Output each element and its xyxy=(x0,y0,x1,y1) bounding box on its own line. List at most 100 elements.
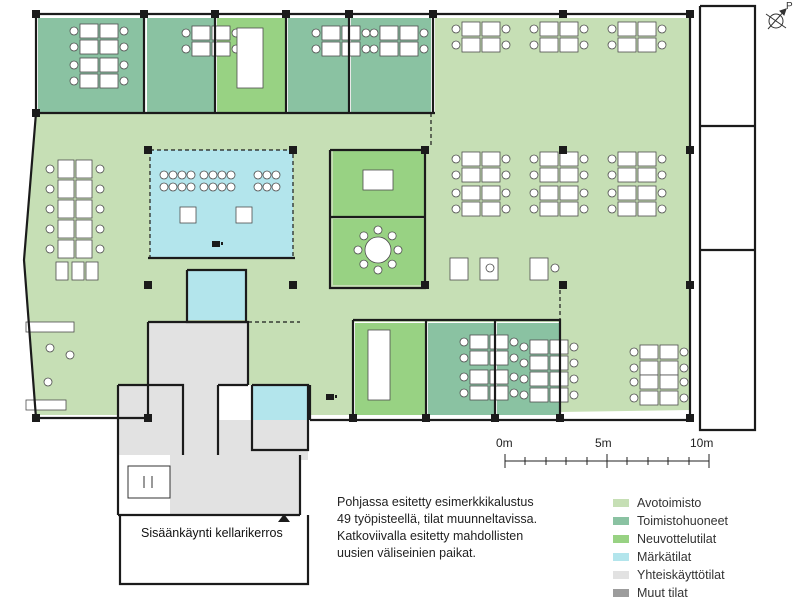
desk xyxy=(637,185,657,201)
desk xyxy=(55,261,69,281)
desk xyxy=(539,21,559,37)
desk xyxy=(461,201,481,217)
desk xyxy=(639,374,659,390)
chair xyxy=(95,184,105,194)
column xyxy=(686,146,694,154)
column xyxy=(32,414,40,422)
desk xyxy=(461,185,481,201)
chair xyxy=(529,188,539,198)
desk xyxy=(469,334,489,350)
chair xyxy=(629,347,639,357)
desk xyxy=(489,350,509,366)
desk xyxy=(539,151,559,167)
chair xyxy=(579,154,589,164)
chair xyxy=(419,44,429,54)
elevator-icon xyxy=(127,465,171,499)
chair xyxy=(607,154,617,164)
desk xyxy=(559,167,579,183)
desk xyxy=(481,167,501,183)
chair xyxy=(579,40,589,50)
note-line: Pohjassa esitetty esimerkkikalustus xyxy=(337,495,534,509)
desk xyxy=(79,57,99,73)
chair xyxy=(485,263,495,273)
chair xyxy=(119,76,129,86)
desk xyxy=(637,201,657,217)
chair xyxy=(168,182,178,192)
desk xyxy=(637,21,657,37)
chair xyxy=(186,170,196,180)
chair xyxy=(311,28,321,38)
chair xyxy=(177,170,187,180)
chair xyxy=(271,170,281,180)
chair xyxy=(359,259,369,269)
chair xyxy=(607,24,617,34)
chair xyxy=(607,170,617,180)
chair xyxy=(119,60,129,70)
desk xyxy=(469,385,489,401)
desk xyxy=(617,151,637,167)
chair xyxy=(69,60,79,70)
chair xyxy=(451,188,461,198)
column xyxy=(144,281,152,289)
desk xyxy=(75,239,93,259)
desk xyxy=(539,37,559,53)
chair xyxy=(629,393,639,403)
desk xyxy=(79,23,99,39)
chair xyxy=(199,182,209,192)
furniture-layer xyxy=(25,21,689,411)
coffee-icon xyxy=(212,241,337,400)
chair xyxy=(501,24,511,34)
chair xyxy=(69,76,79,86)
entrance-label: Sisäänkäynti kellarikerros xyxy=(141,526,283,540)
desk xyxy=(211,25,231,41)
column xyxy=(559,281,567,289)
column xyxy=(32,10,40,18)
chair xyxy=(459,372,469,382)
chair xyxy=(459,388,469,398)
column xyxy=(140,10,148,18)
desk xyxy=(461,167,481,183)
legend-label: Yhteiskäyttötilat xyxy=(637,568,725,582)
chair xyxy=(569,358,579,368)
desk xyxy=(539,201,559,217)
column xyxy=(32,109,40,117)
column xyxy=(144,414,152,422)
chair xyxy=(657,188,667,198)
desk xyxy=(637,167,657,183)
desk xyxy=(489,369,509,385)
desk xyxy=(99,39,119,55)
chair xyxy=(579,24,589,34)
chair xyxy=(579,170,589,180)
desk xyxy=(57,239,75,259)
chair xyxy=(679,377,689,387)
desk xyxy=(617,37,637,53)
desk xyxy=(191,25,211,41)
structural-columns xyxy=(32,10,694,422)
desk xyxy=(529,387,549,403)
chair xyxy=(501,170,511,180)
chair xyxy=(262,170,272,180)
legend-swatch xyxy=(613,499,629,507)
desk xyxy=(235,206,253,224)
desk xyxy=(659,360,679,376)
chair xyxy=(451,40,461,50)
chair xyxy=(95,224,105,234)
chair xyxy=(459,353,469,363)
chair xyxy=(529,154,539,164)
desk xyxy=(57,199,75,219)
chair xyxy=(208,182,218,192)
chair xyxy=(373,225,383,235)
desk xyxy=(461,37,481,53)
chair xyxy=(95,164,105,174)
chair xyxy=(177,182,187,192)
chair xyxy=(271,182,281,192)
desk xyxy=(559,37,579,53)
desk xyxy=(211,41,231,57)
desk xyxy=(99,57,119,73)
desk xyxy=(481,185,501,201)
chair xyxy=(519,374,529,384)
chair xyxy=(451,204,461,214)
desk xyxy=(489,385,509,401)
chair xyxy=(119,26,129,36)
desk xyxy=(341,41,361,57)
